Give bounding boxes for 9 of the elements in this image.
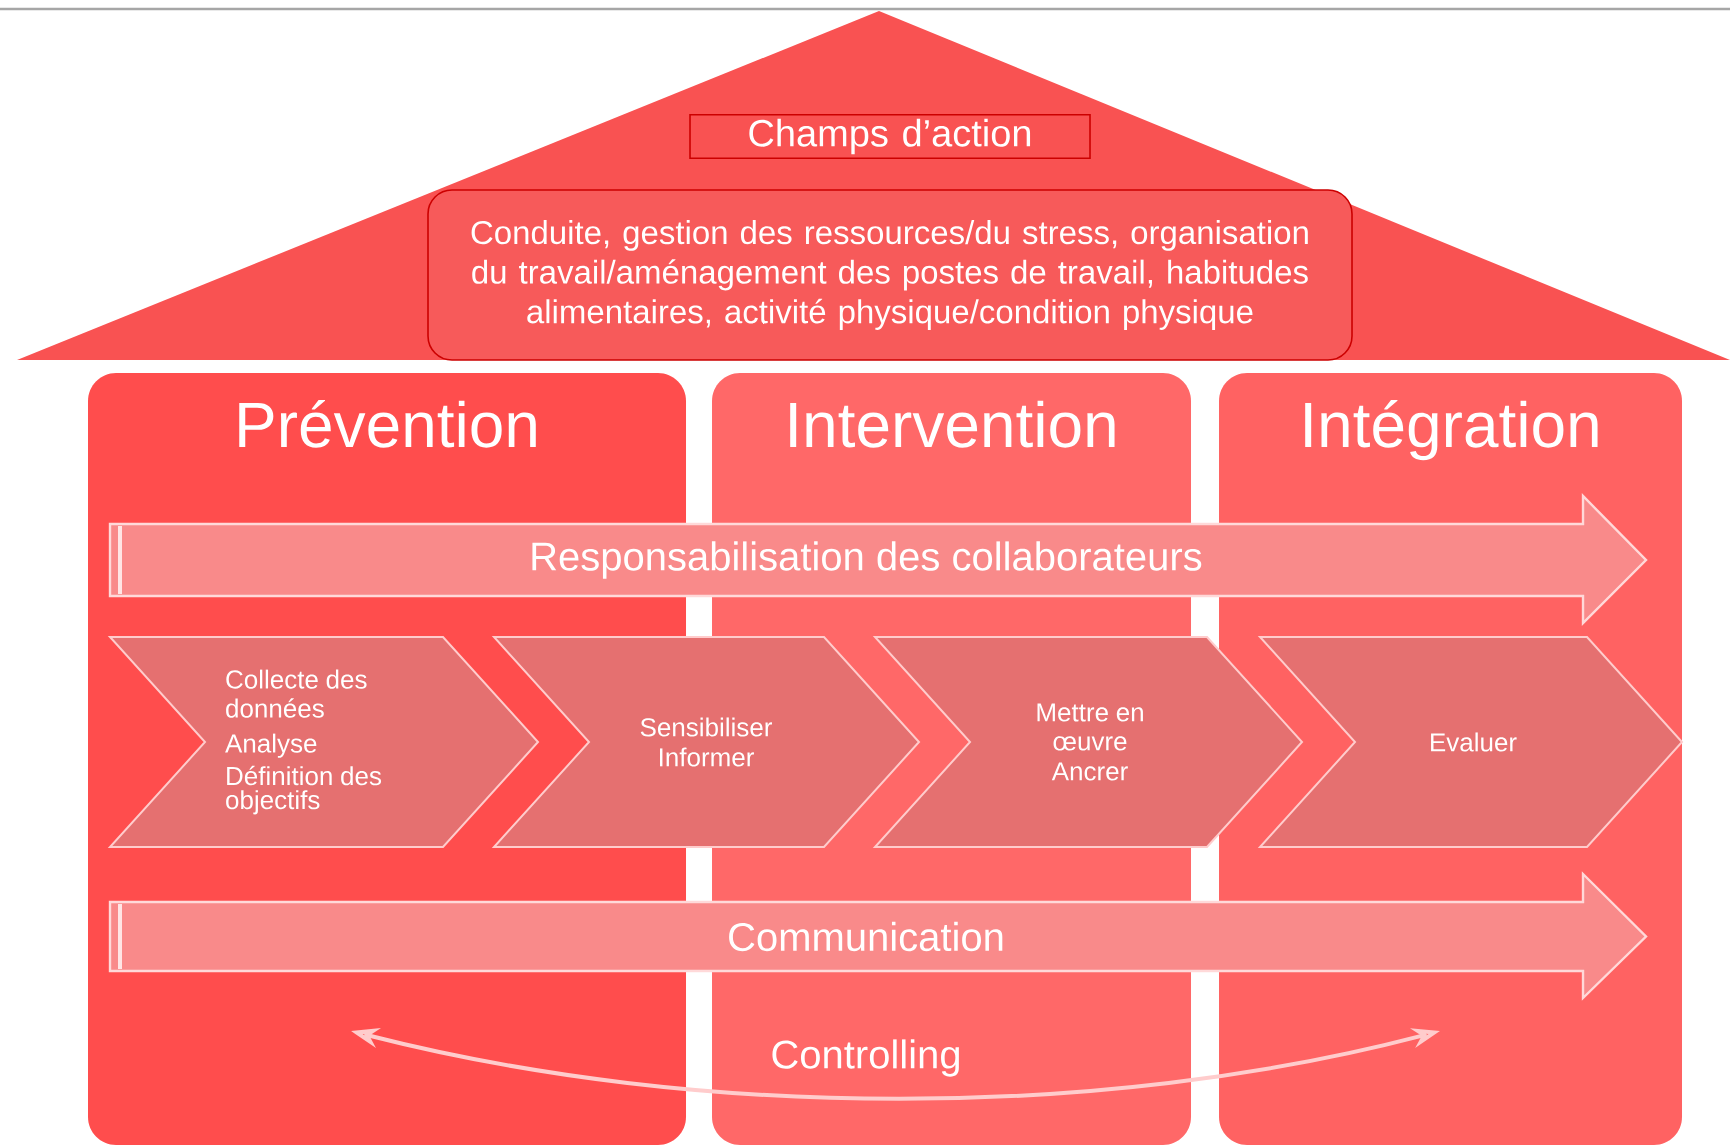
arrow-band: Communication [108,871,1648,1001]
arrow-band: Responsabilisation des collaborateurs [108,493,1648,626]
process-step: Collecte des données Analyse Définition des objectifs [107,636,540,848]
process-step: Sensibiliser Informer [491,636,921,848]
process-step: Evaluer [1257,636,1684,848]
heading-box: Champs d’action [689,114,1091,159]
label: Controlling [772,1039,959,1077]
process-step: Mettre en œuvre Ancrer [872,636,1304,848]
text-box: Conduite, gestion des ressources/du stress, organisation du travail/aménagement des postes de travail, habitudes alimentaires, activité physique/condition physique [427,189,1353,361]
